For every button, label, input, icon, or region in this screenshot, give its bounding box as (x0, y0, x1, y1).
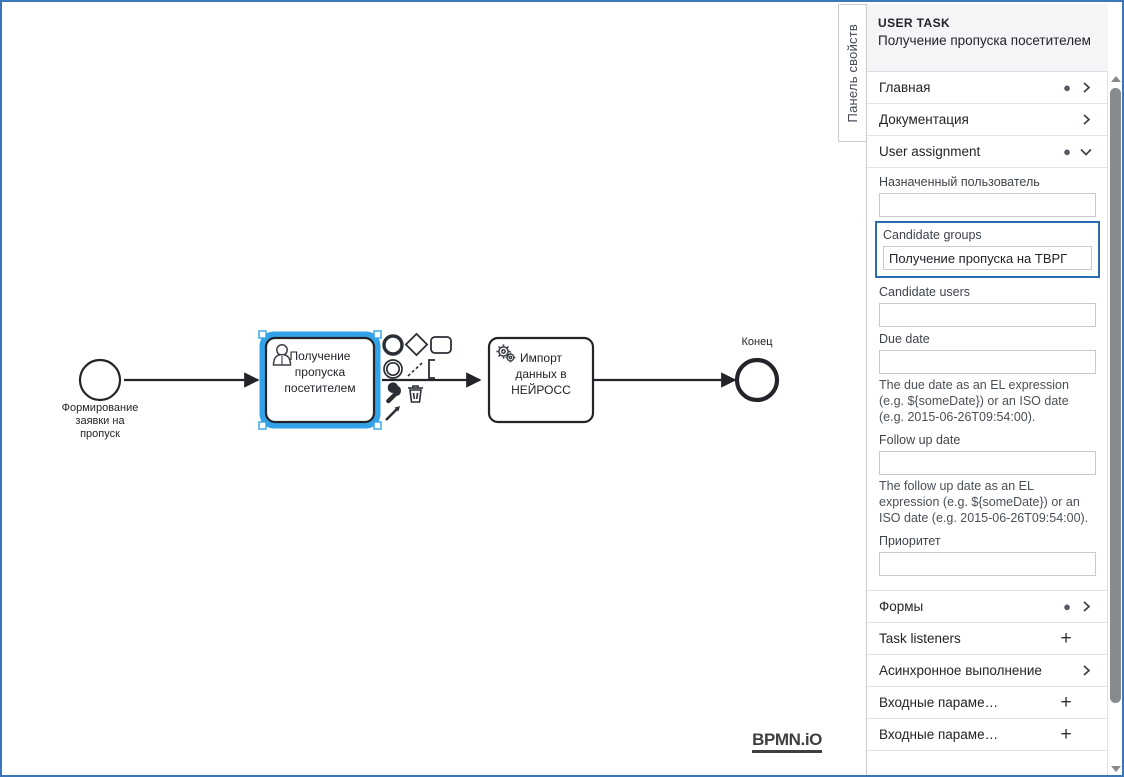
group-label: User assignment (879, 144, 981, 159)
group-dot-indicator: ● (1063, 144, 1071, 159)
properties-panel: USER TASK Получение пропуска посетителем… (866, 4, 1122, 775)
group-row-task-listeners[interactable]: Task listeners + (867, 623, 1108, 655)
follow-up-date-input[interactable] (879, 451, 1096, 475)
user-assignment-fields: Назначенный пользователь Candidate group… (867, 168, 1108, 591)
group-label: Асинхронное выполнение (879, 663, 1042, 678)
start-event-label: Формирование заявки на пропуск (61, 402, 139, 440)
append-intermediate-event-icon (383, 359, 403, 379)
user-icon (272, 344, 292, 366)
group-label: Формы (879, 599, 924, 614)
field-candidate-users: Candidate users (879, 284, 1096, 327)
scroll-up-arrow-icon[interactable] (1108, 72, 1122, 86)
properties-panel-tab[interactable]: Панель свойств (838, 4, 866, 142)
chevron-right-icon[interactable] (1076, 665, 1096, 676)
chevron-right-icon[interactable] (1076, 601, 1096, 612)
due-date-hint: The due date as an EL expression (e.g. $… (879, 378, 1069, 424)
bpmn-canvas[interactable]: Формирование заявки на пропуск Получение… (2, 2, 840, 775)
group-label: Главная (879, 80, 931, 95)
service-task-shape (487, 336, 595, 424)
group-dot-indicator: ● (1063, 80, 1071, 95)
start-event-shape (78, 358, 122, 402)
assigned-user-input[interactable] (879, 193, 1096, 217)
properties-panel-content: USER TASK Получение пропуска посетителем… (867, 4, 1108, 775)
end-event-label: Конец (741, 336, 773, 348)
bpmn-diagram (78, 330, 780, 430)
chevron-right-glyph (1082, 665, 1090, 676)
group-row-main[interactable]: Главная ● (867, 72, 1108, 104)
selection-handles (258, 330, 382, 430)
chevron-right-glyph (1082, 82, 1090, 93)
wrench-icon (386, 382, 402, 404)
group-label: Входные параме… (879, 695, 999, 710)
group-row-input-parameters-2[interactable]: Входные параме… + (867, 719, 1108, 751)
properties-panel-tab-label: Панель свойств (845, 23, 860, 123)
service-task-label: Импорт данных в НЕЙРОСС (511, 351, 571, 397)
candidate-users-input[interactable] (879, 303, 1096, 327)
end-event-shape (734, 357, 780, 403)
append-task-icon (430, 336, 452, 354)
user-task-shape (259, 331, 381, 429)
candidate-groups-input[interactable] (883, 246, 1092, 270)
field-label: Назначенный пользователь (879, 175, 1040, 189)
field-candidate-groups: Candidate groups (875, 221, 1100, 278)
chevron-right-icon[interactable] (1076, 82, 1096, 93)
group-dot-indicator: ● (1063, 599, 1071, 614)
add-input-parameter-icon[interactable]: + (1060, 692, 1072, 713)
group-label: Документация (879, 112, 969, 127)
group-row-forms[interactable]: Формы ● (867, 591, 1108, 623)
priority-input[interactable] (879, 552, 1096, 576)
trash-icon (408, 385, 423, 403)
group-row-documentation[interactable]: Документация (867, 104, 1108, 136)
element-name-label: Получение пропуска посетителем (878, 33, 1091, 48)
field-label: Приоритет (879, 534, 941, 548)
add-task-listener-icon[interactable]: + (1060, 628, 1072, 649)
gear-icon (496, 344, 516, 363)
connect-icon (385, 406, 400, 421)
group-row-async-continuation[interactable]: Асинхронное выполнение (867, 655, 1108, 687)
field-priority: Приоритет (879, 533, 1096, 576)
field-label: Due date (879, 332, 930, 346)
group-label: Входные параме… (879, 727, 999, 742)
group-label: Task listeners (879, 631, 961, 646)
field-assigned-user: Назначенный пользователь (879, 174, 1096, 217)
append-gateway-icon (404, 332, 429, 357)
field-label: Candidate users (879, 285, 971, 299)
group-row-user-assignment[interactable]: User assignment ● (867, 136, 1108, 168)
field-follow-up-date: Follow up date The follow up date as an … (879, 432, 1096, 526)
context-pad (382, 332, 452, 421)
scroll-down-arrow-icon[interactable] (1108, 762, 1122, 775)
chevron-right-icon[interactable] (1076, 114, 1096, 125)
due-date-input[interactable] (879, 350, 1096, 374)
append-end-event-icon (382, 334, 404, 356)
chevron-down-glyph (1080, 148, 1092, 156)
add-input-parameter-icon[interactable]: + (1060, 724, 1072, 745)
chevron-down-icon[interactable] (1076, 146, 1096, 157)
properties-panel-scrollbar[interactable] (1107, 72, 1122, 775)
user-task-label: Получение пропуска посетителем (284, 349, 356, 395)
chevron-right-glyph (1082, 114, 1090, 125)
field-due-date: Due date The due date as an EL expressio… (879, 331, 1096, 425)
group-row-input-parameters-1[interactable]: Входные параме… + (867, 687, 1108, 719)
chevron-right-glyph (1082, 601, 1090, 612)
append-text-annotation-icon (407, 359, 435, 379)
field-label: Follow up date (879, 433, 961, 447)
bpmn-io-logo[interactable]: BPMN.iO (752, 731, 822, 753)
field-label: Candidate groups (883, 228, 982, 242)
properties-panel-header: USER TASK Получение пропуска посетителем (867, 4, 1108, 72)
scrollbar-thumb[interactable] (1110, 88, 1121, 703)
element-type-label: USER TASK (878, 16, 951, 30)
follow-up-date-hint: The follow up date as an EL expression (… (879, 479, 1089, 525)
